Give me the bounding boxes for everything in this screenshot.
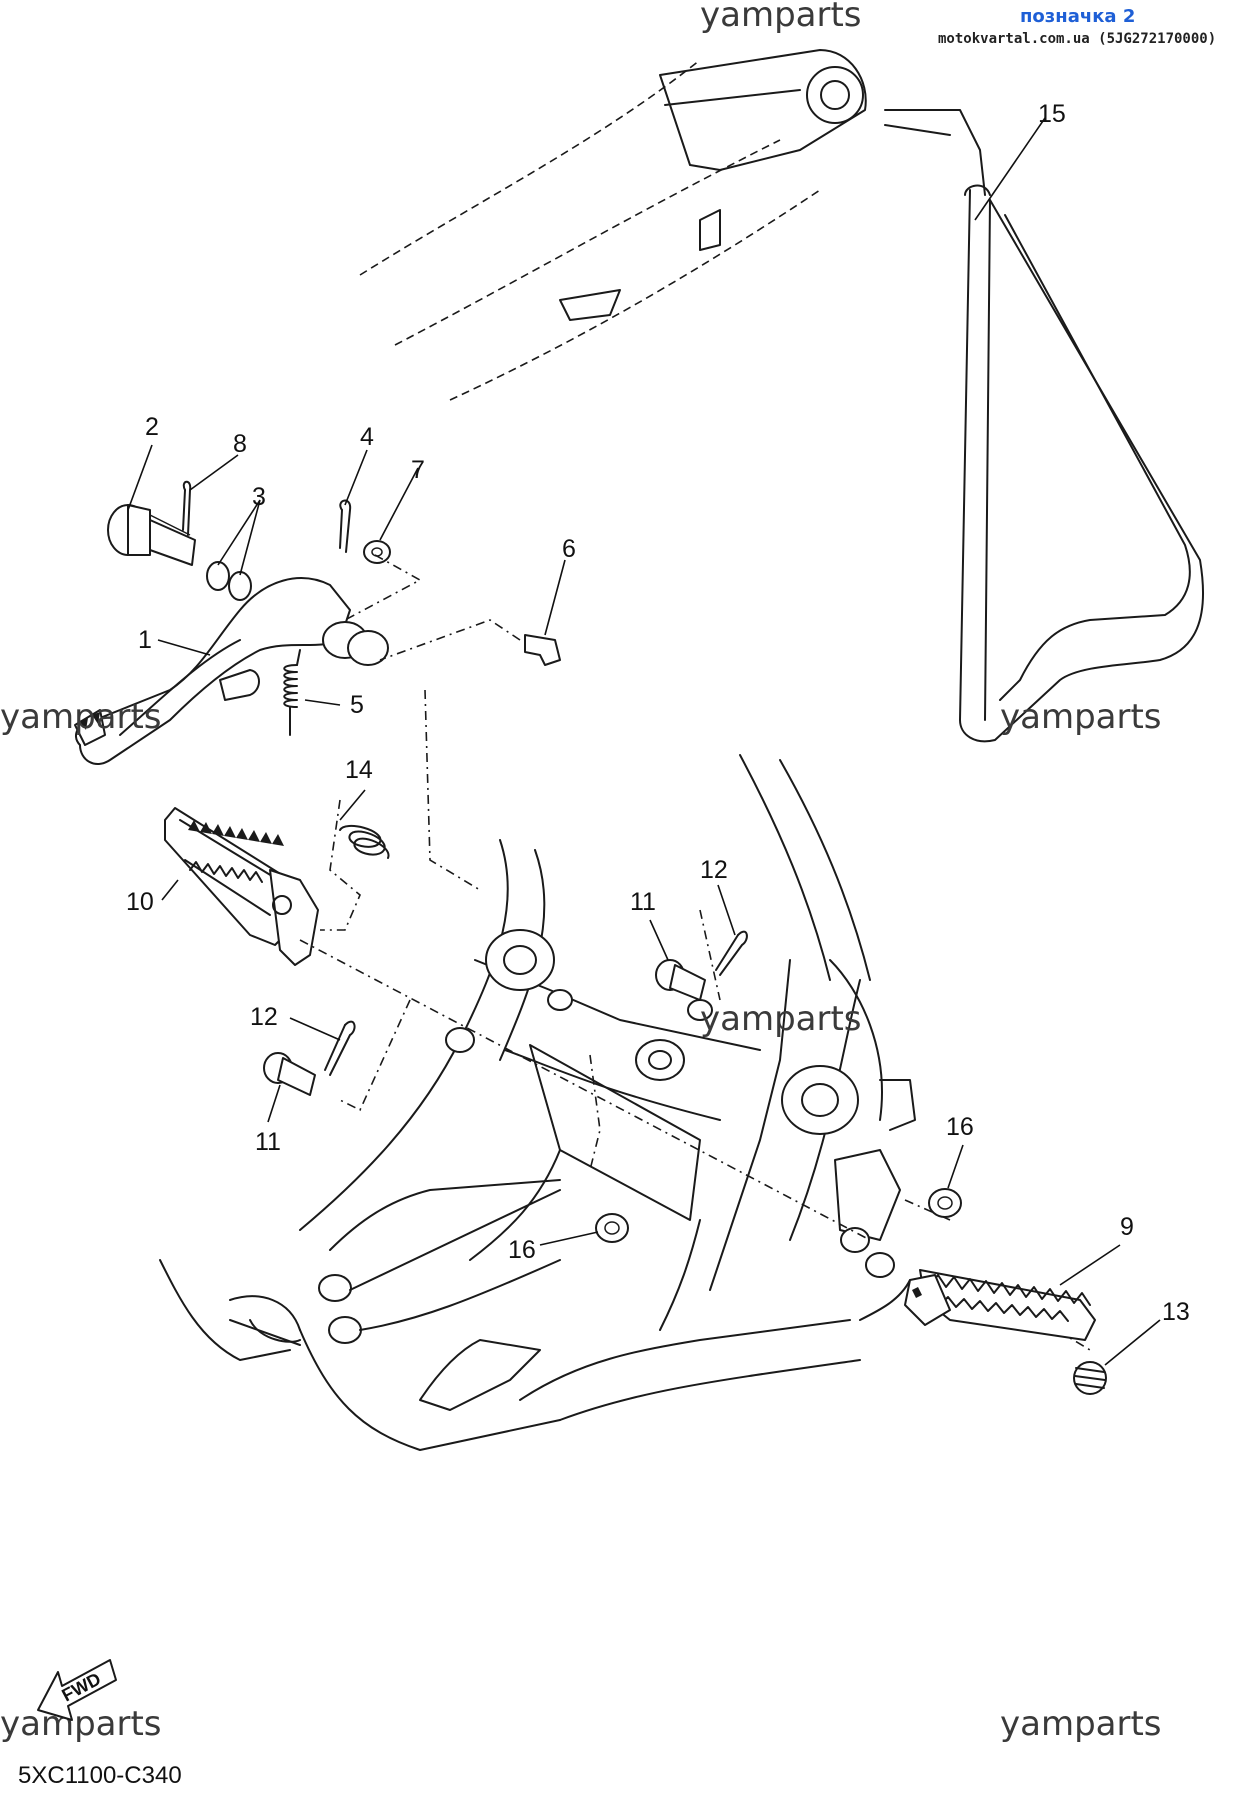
spring-part-5 [283, 649, 301, 736]
stand-part-15 [884, 109, 1204, 743]
assembly-lines-brake [344, 554, 521, 891]
callout-15: 15 [1038, 100, 1066, 128]
cotter-pin-part-4 [339, 499, 352, 553]
callout-leaders [127, 117, 1161, 1366]
o-rings-part-3 [206, 561, 252, 601]
pin-part-6 [524, 634, 561, 666]
frame-outline [159, 754, 916, 1451]
callout-14: 14 [345, 756, 373, 784]
spring-part-14 [320, 799, 390, 931]
header-label: позначка 2 [1020, 6, 1135, 27]
cotter-pin-part-12-lower [324, 1020, 356, 1076]
diagram-code: 5XC1100-C340 [18, 1762, 182, 1789]
watermark-left: yamparts [0, 697, 162, 737]
callout-3: 3 [252, 483, 266, 511]
callout-4: 4 [360, 423, 374, 451]
watermark-bottom-right: yamparts [1000, 1704, 1162, 1744]
fwd-label: FWD [58, 1669, 104, 1706]
watermark-right: yamparts [1000, 697, 1162, 737]
header-site: motokvartal.com.ua (5JG272170000) [938, 31, 1216, 47]
callout-7: 7 [411, 456, 425, 484]
callout-9: 9 [1120, 1213, 1134, 1241]
callout-12-upper: 12 [700, 856, 728, 884]
watermark-center: yamparts [700, 999, 862, 1039]
cotter-pin-part-12-upper [715, 930, 748, 976]
callout-6: 6 [562, 535, 576, 563]
bolt-part-11-lower [263, 1052, 316, 1096]
brake-pedal-part-1 [74, 577, 389, 765]
callout-10: 10 [126, 888, 154, 916]
callout-2: 2 [145, 413, 159, 441]
callout-12-lower: 12 [250, 1003, 278, 1031]
bolt-part-11-upper [655, 959, 706, 1001]
callout-8: 8 [233, 430, 247, 458]
pivot-bolt-part-2 [107, 504, 196, 566]
washer-part-16-right [928, 1188, 962, 1218]
callout-16-right: 16 [946, 1113, 974, 1141]
callout-5: 5 [350, 691, 364, 719]
watermark-bottom-left: yamparts [0, 1704, 162, 1744]
callout-1: 1 [138, 626, 152, 654]
footrest-part-10 [164, 807, 319, 966]
watermark-top: yamparts [700, 0, 862, 35]
swingarm-outline [359, 49, 867, 401]
callout-11-upper: 11 [630, 888, 656, 916]
callout-16-center: 16 [508, 1236, 536, 1264]
spring-part-13 [1073, 1361, 1107, 1395]
callout-11-lower: 11 [255, 1128, 281, 1156]
callout-13: 13 [1162, 1298, 1190, 1326]
washer-part-7 [363, 540, 391, 564]
cotter-pin-part-8 [182, 480, 192, 536]
footrest-part-9 [904, 1269, 1096, 1341]
washer-part-16-center [595, 1213, 629, 1243]
